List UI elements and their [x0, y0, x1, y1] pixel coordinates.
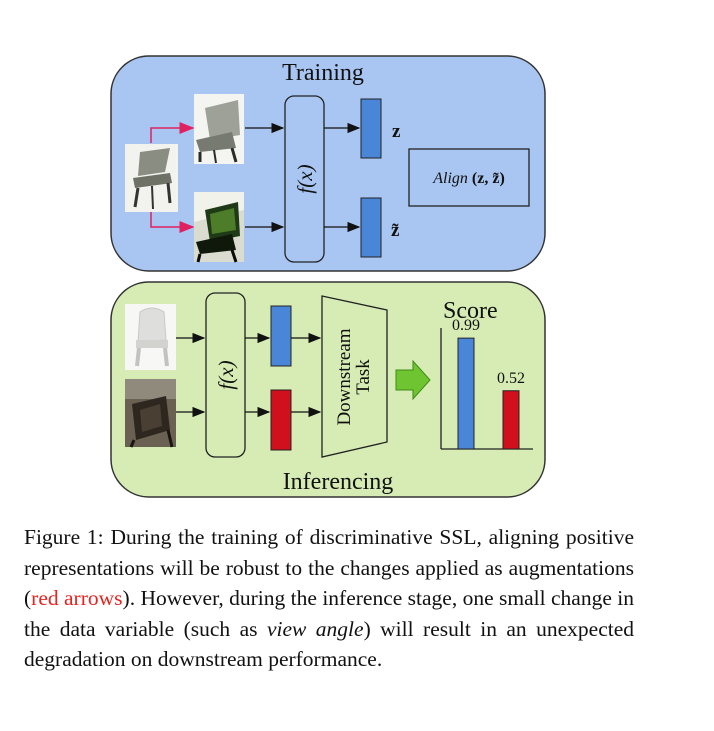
align-label: Align(z, z̃)	[432, 170, 505, 187]
inferencing-title: Inferencing	[283, 469, 394, 495]
feature-z	[360, 98, 382, 159]
inferencing-encoder-box	[205, 292, 246, 458]
score-chart: Score 0.99 0.52	[440, 298, 533, 450]
caption-text-2: ). However, during the inference stage, …	[24, 586, 634, 641]
augmentation-arrow-bottom	[150, 212, 195, 233]
green-arrow-icon	[395, 359, 431, 401]
inferencing-input-view-angle-image	[125, 379, 176, 448]
downstream-task-label-line2: Task	[353, 359, 374, 395]
downstream-task-block	[321, 295, 388, 458]
feature-red	[270, 389, 292, 451]
caption-text-1: Figure 1: During the training of discrim…	[24, 525, 634, 610]
score-bar-1	[457, 337, 475, 450]
inferencing-input-chair-image	[125, 304, 176, 370]
training-augmented-view-top-image	[194, 94, 244, 164]
feature-z-tilde	[360, 197, 382, 258]
caption-view-angle: view angle	[266, 616, 364, 641]
training-input-chair-image	[125, 144, 178, 212]
training-encoder-label: f(x)	[293, 164, 317, 193]
training-title: Training	[282, 60, 364, 86]
training-augmented-view-bottom-image	[194, 192, 244, 263]
score-bar-label-1: 0.99	[452, 317, 480, 334]
caption-red-arrows: red arrows	[31, 586, 123, 610]
figure-diagram: Training f(x) z z̃	[110, 55, 546, 498]
label-z-tilde: z̃	[391, 220, 400, 241]
inferencing-encoder-label: f(x)	[214, 360, 238, 389]
feature-blue	[270, 305, 292, 367]
caption-text-3: ) will result in an unexpected degradati…	[24, 616, 634, 672]
align-box	[408, 148, 530, 207]
score-bar-label-2: 0.52	[497, 370, 525, 387]
score-title: Score	[443, 298, 498, 324]
training-encoder-box	[284, 95, 325, 263]
score-bar-2	[502, 390, 520, 450]
figure-caption: Figure 1: During the training of discrim…	[24, 522, 634, 675]
downstream-task-label-line1: Downstream	[334, 328, 355, 425]
label-z: z	[392, 121, 401, 142]
augmentation-arrow-top	[150, 122, 195, 143]
